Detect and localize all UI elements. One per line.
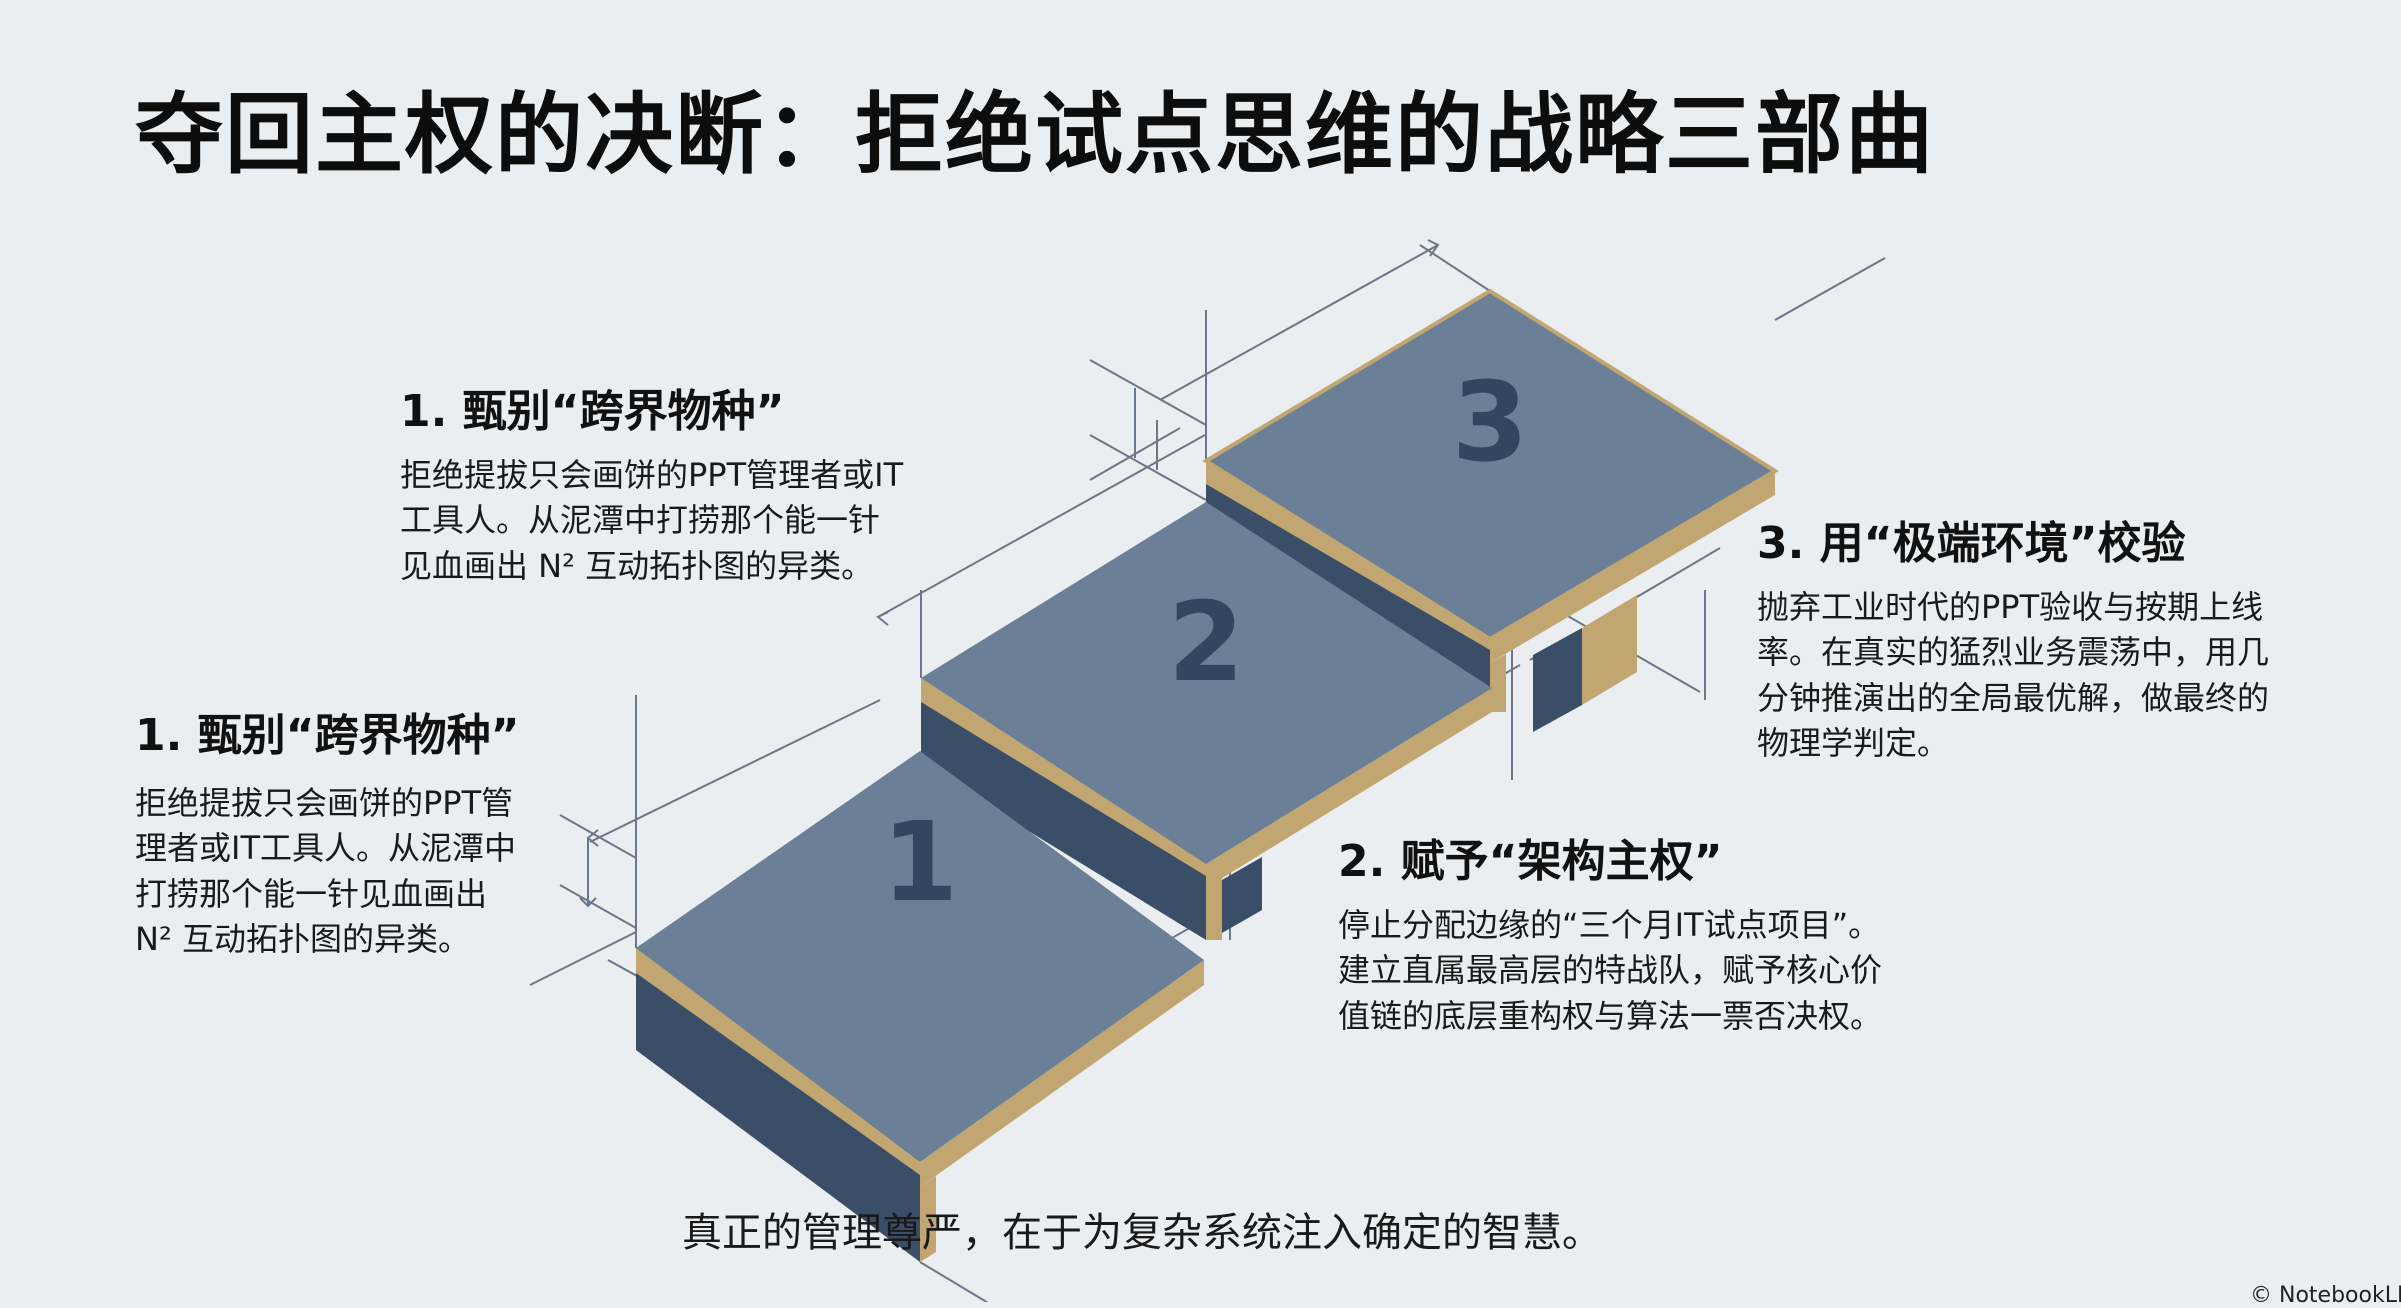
callout-body: 抛弃工业时代的PPT验收与按期上线 率。在真实的猛烈业务震荡中，用几 分钟推演出…	[1757, 585, 2269, 767]
floating-blocks	[1222, 595, 1637, 933]
callout-heading: 3. 用“极端环境”校验	[1757, 518, 2186, 569]
callout-line: N² 互动拓扑图的异类。	[135, 920, 470, 959]
dimension-arrowheads	[579, 239, 1440, 1113]
callout-line: 拒绝提拔只会画饼的PPT管	[135, 783, 514, 822]
callout-step1-top: 1. 甄别“跨界物种” 拒绝提拔只会画饼的PPT管理者或IT 工具人。从泥潭中打…	[400, 386, 903, 589]
callout-step3: 3. 用“极端环境”校验 抛弃工业时代的PPT验收与按期上线 率。在真实的猛烈业…	[1757, 518, 2269, 767]
callout-line: 拒绝提拔只会画饼的PPT管理者或IT	[400, 455, 904, 494]
step-3: 3	[1202, 288, 1779, 712]
callout-body: 拒绝提拔只会画饼的PPT管 理者或IT工具人。从泥潭中 打捞那个能一针见血画出 …	[135, 781, 519, 963]
step-number-1: 1	[882, 798, 959, 926]
callout-heading: 1. 甄别“跨界物种”	[135, 710, 520, 761]
step-number-3: 3	[1452, 358, 1529, 486]
callout-line: 率。在真实的猛烈业务震荡中，用几	[1757, 633, 2270, 672]
page-title: 夺回主权的决断：拒绝试点思维的战略三部曲	[135, 83, 1936, 186]
callout-line: 分钟推演出的全局最优解，做最终的	[1757, 678, 2270, 717]
callout-line: 值链的底层重构权与算法一票否决权。	[1338, 996, 1883, 1035]
callout-line: 见血画出 N² 互动拓扑图的异类。	[400, 546, 874, 585]
callout-step2: 2. 赋予“架构主权” 停止分配边缘的“三个月IT试点项目”。 建立直属最高层的…	[1338, 836, 1882, 1039]
step-number-2: 2	[1168, 578, 1245, 706]
callout-line: 抛弃工业时代的PPT验收与按期上线	[1757, 587, 2264, 626]
step-1: 1	[636, 751, 1204, 1262]
callout-line: 打捞那个能一针见血画出	[135, 874, 488, 913]
callout-line: 理者或IT工具人。从泥潭中	[135, 829, 516, 868]
watermark: © NotebookLM	[2250, 1283, 2401, 1308]
callout-line: 工具人。从泥潭中打捞那个能一针	[400, 501, 881, 540]
footer-quote: 真正的管理尊严，在于为复杂系统注入确定的智慧。	[682, 1210, 1602, 1256]
callout-line: 建立直属最高层的特战队，赋予核心价	[1338, 951, 1883, 990]
callout-body: 停止分配边缘的“三个月IT试点项目”。 建立直属最高层的特战队，赋予核心价 值链…	[1338, 903, 1882, 1039]
step-2: 2	[921, 502, 1492, 940]
callout-line: 物理学判定。	[1757, 724, 1950, 763]
callout-heading: 1. 甄别“跨界物种”	[400, 386, 785, 437]
callout-body: 拒绝提拔只会画饼的PPT管理者或IT 工具人。从泥潭中打捞那个能一针 见血画出 …	[400, 453, 903, 589]
callout-heading: 2. 赋予“架构主权”	[1338, 836, 1723, 887]
callout-step1-left: 1. 甄别“跨界物种” 拒绝提拔只会画饼的PPT管 理者或IT工具人。从泥潭中 …	[135, 710, 519, 963]
callout-line: 停止分配边缘的“三个月IT试点项目”。	[1338, 905, 1881, 944]
